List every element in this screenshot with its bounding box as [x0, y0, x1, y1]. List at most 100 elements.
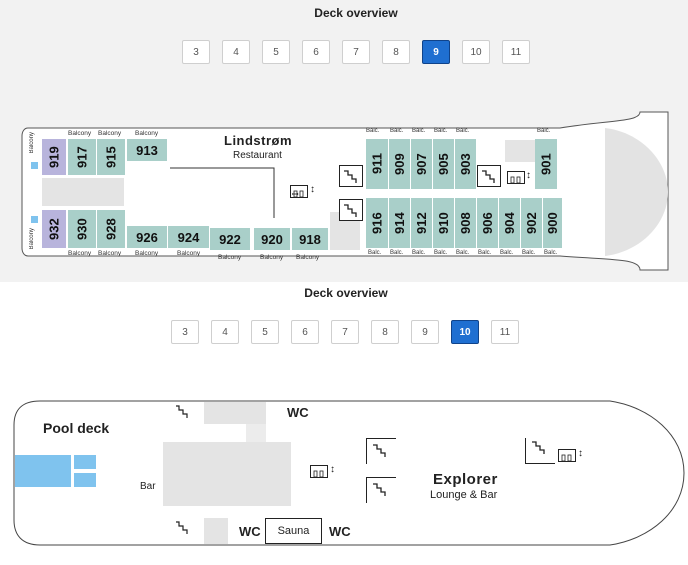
deck10-btn-7[interactable]: 7	[331, 320, 359, 344]
wc-label-bottom-left: WC	[239, 524, 261, 539]
cabin-922[interactable]: 922	[210, 228, 250, 250]
cabin-908[interactable]: 908	[455, 198, 476, 248]
svg-text:ꟷ: ꟷ	[292, 190, 299, 199]
elevator-arrows-icon: ↕	[526, 170, 531, 181]
balc-label-905: Balc.	[434, 128, 448, 134]
sauna[interactable]: Sauna	[265, 518, 322, 544]
deck10-btn-8[interactable]: 8	[371, 320, 399, 344]
cabin-905[interactable]: 905	[433, 139, 454, 189]
deck10-btn-9[interactable]: 9	[411, 320, 439, 344]
wc-label-top: WC	[287, 405, 309, 420]
deck9-btn-7[interactable]: 7	[342, 40, 370, 64]
explorer-label: Explorer	[433, 471, 498, 488]
cabin-906[interactable]: 906	[477, 198, 498, 248]
balc-label-900: Balc.	[544, 250, 558, 256]
cabin-932[interactable]: 932	[42, 210, 66, 248]
cabin-903[interactable]: 903	[455, 139, 476, 189]
balcony-label-917: Balcony	[68, 130, 92, 137]
cabin-912[interactable]: 912	[411, 198, 432, 248]
balc-label-902: Balc.	[522, 250, 536, 256]
deck9-corridor	[42, 178, 124, 206]
hot-tub	[74, 473, 96, 487]
stairs-icon	[339, 165, 363, 187]
balcony-label-932: Balcony	[29, 228, 35, 250]
balc-label-906: Balc.	[478, 250, 492, 256]
deck10-title: Deck overview	[304, 286, 388, 300]
deck10-btn-11[interactable]: 11	[491, 320, 519, 344]
deck10-btn-6[interactable]: 6	[291, 320, 319, 344]
deck9-btn-3[interactable]: 3	[182, 40, 210, 64]
deck9-btn-11[interactable]: 11	[502, 40, 530, 64]
explorer-sub: Lounge & Bar	[430, 489, 498, 501]
balcony-label-918: Balcony	[296, 254, 320, 261]
deck9-btn-8[interactable]: 8	[382, 40, 410, 64]
balcony-label-930: Balcony	[68, 250, 92, 257]
cabin-910[interactable]: 910	[433, 198, 454, 248]
cabin-917[interactable]: 917	[68, 139, 96, 175]
access-marker-icon	[31, 216, 38, 223]
deck9-lobby	[505, 140, 535, 162]
cabin-909[interactable]: 909	[389, 139, 410, 189]
stairs-icon	[525, 438, 555, 464]
stairs-icon	[339, 199, 363, 221]
cabin-928[interactable]: 928	[97, 210, 125, 248]
elevator-arrows-icon: ↕	[310, 184, 315, 195]
cabin-916[interactable]: 916	[366, 198, 388, 248]
deck10-btn-5[interactable]: 5	[251, 320, 279, 344]
balcony-label-915: Balcony	[98, 130, 122, 137]
cabin-918[interactable]: 918	[292, 228, 328, 250]
deck10-hull	[13, 400, 685, 546]
balc-label-911: Balc.	[366, 128, 380, 134]
cabin-913[interactable]: 913	[127, 139, 167, 161]
cabin-920[interactable]: 920	[254, 228, 290, 250]
restaurant-sub: Restaurant	[233, 150, 282, 161]
pool	[15, 455, 71, 487]
restaurant-name: Lindstrøm	[224, 133, 293, 148]
deck9-btn-9[interactable]: 9	[422, 40, 450, 64]
deck10-btn-3[interactable]: 3	[171, 320, 199, 344]
balcony-label-928: Balcony	[98, 250, 122, 257]
deck10-btn-10[interactable]: 10	[451, 320, 479, 344]
balcony-label-919: Balcony	[29, 132, 35, 154]
elevator-arrows-icon: ↕	[330, 464, 335, 475]
wc-area-bottom	[204, 518, 228, 544]
elevator-icon: ꟷ	[290, 185, 308, 199]
balc-label-912: Balc.	[412, 250, 426, 256]
cabin-926[interactable]: 926	[127, 226, 167, 248]
balc-label-914: Balc.	[390, 250, 404, 256]
wc-area-top	[204, 402, 266, 424]
balc-label-910: Balc.	[434, 250, 448, 256]
balc-label-916: Balc.	[368, 250, 382, 256]
balc-label-903: Balc.	[456, 128, 470, 134]
cabin-907[interactable]: 907	[411, 139, 432, 189]
cabin-915[interactable]: 915	[97, 139, 125, 175]
stairs-icon	[176, 405, 188, 418]
elevator-arrows-icon: ↕	[578, 448, 583, 459]
balcony-label-913: Balcony	[135, 130, 159, 137]
deck9-btn-4[interactable]: 4	[222, 40, 250, 64]
cabin-919[interactable]: 919	[42, 139, 66, 175]
elevator-icon	[310, 465, 328, 478]
cabin-904[interactable]: 904	[499, 198, 520, 248]
cabin-902[interactable]: 902	[521, 198, 542, 248]
deck10-btn-4[interactable]: 4	[211, 320, 239, 344]
stairs-icon	[366, 477, 396, 503]
balc-label-908: Balc.	[456, 250, 470, 256]
deck9-btn-5[interactable]: 5	[262, 40, 290, 64]
deck9-btn-6[interactable]: 6	[302, 40, 330, 64]
cabin-924[interactable]: 924	[168, 226, 209, 248]
deck9-btn-10[interactable]: 10	[462, 40, 490, 64]
cabin-914[interactable]: 914	[389, 198, 410, 248]
balcony-label-922: Balcony	[218, 254, 242, 261]
restaurant-wall	[170, 167, 275, 218]
cabin-911[interactable]: 911	[366, 139, 388, 189]
cabin-930[interactable]: 930	[68, 210, 96, 248]
balcony-label-926: Balcony	[135, 250, 159, 257]
elevator-icon	[507, 171, 525, 184]
pool-deck-label: Pool deck	[43, 420, 110, 436]
stairs-icon	[477, 165, 501, 187]
cabin-900[interactable]: 900	[543, 198, 562, 248]
access-marker-icon	[31, 162, 38, 169]
cabin-901[interactable]: 901	[535, 139, 557, 189]
balcony-label-920: Balcony	[260, 254, 284, 261]
